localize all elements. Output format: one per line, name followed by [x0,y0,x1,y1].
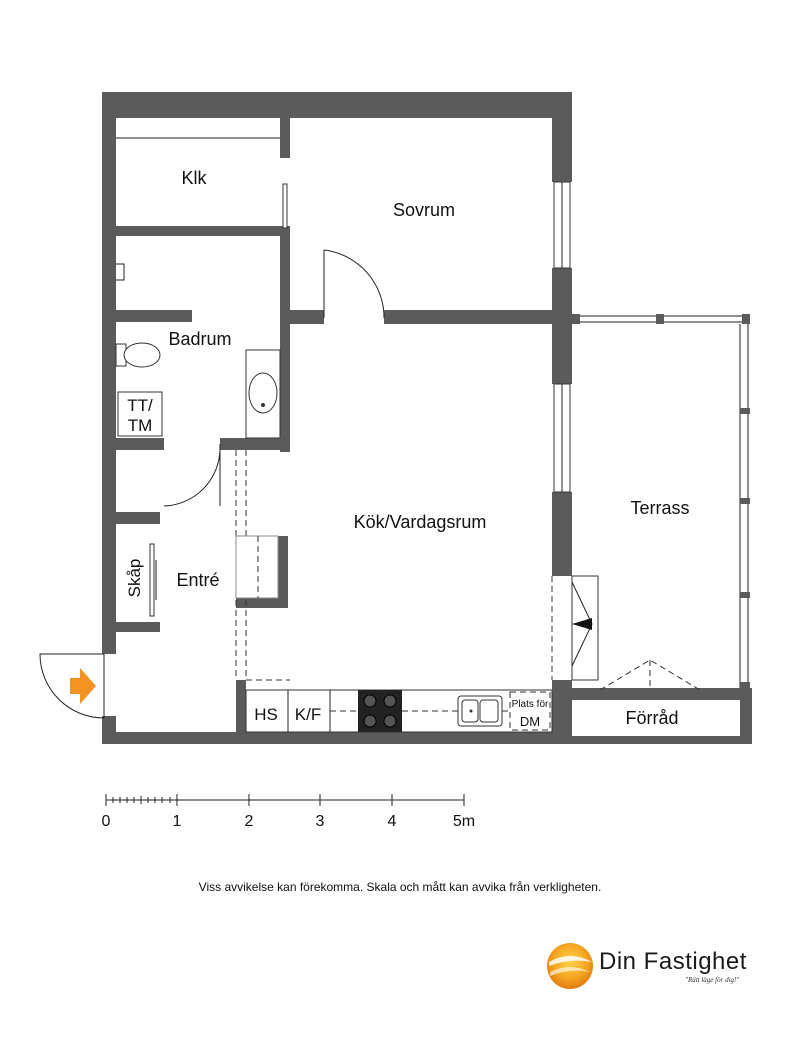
windows [553,181,571,493]
label-tt: TT/ [127,396,153,415]
toilet-icon [115,342,161,368]
brand-name: Din Fastighet [599,948,747,975]
entre-closet [149,543,157,617]
scale-tick-0: 0 [102,813,111,830]
scale-tick-2: 2 [245,813,254,830]
label-dm: DM [520,714,540,729]
scale-tick-1: 1 [173,813,182,830]
label-plats-for: Plats för [512,699,549,710]
disclaimer-text: Viss avvikelse kan förekomma. Skala och … [198,880,602,894]
terrace-outline [572,314,750,688]
doors [39,183,701,719]
brand-tagline: "Rätt läge för dig!" [685,976,740,984]
entry-arrow-icon [70,668,96,704]
stove-icon [358,690,402,732]
label-hs: HS [254,705,278,724]
room-sovrum: Sovrum [393,200,455,220]
room-forrad: Förråd [625,708,678,728]
label-skap: Skåp [125,559,144,598]
outer-walls [102,92,752,744]
room-entre: Entré [176,570,219,590]
scale-tick-3: 3 [316,813,325,830]
scale-tick-4: 4 [388,813,397,830]
floor-drain-icon [116,263,125,281]
kitchen [235,450,553,733]
interior-walls [116,118,554,734]
room-badrum: Badrum [168,329,231,349]
scale-bar [105,794,465,806]
label-tm: TM [128,416,153,435]
sink-icon [457,695,503,727]
room-klk: Klk [181,168,207,188]
brand-logo-icon [547,943,593,989]
brand: Din Fastighet "Rätt läge för dig!" [545,940,765,990]
label-kf: K/F [295,705,321,724]
room-terrass: Terrass [630,498,689,518]
scale-tick-5: 5m [453,813,475,830]
room-kok: Kök/Vardagsrum [354,512,487,532]
bathroom-fixtures [115,263,281,439]
